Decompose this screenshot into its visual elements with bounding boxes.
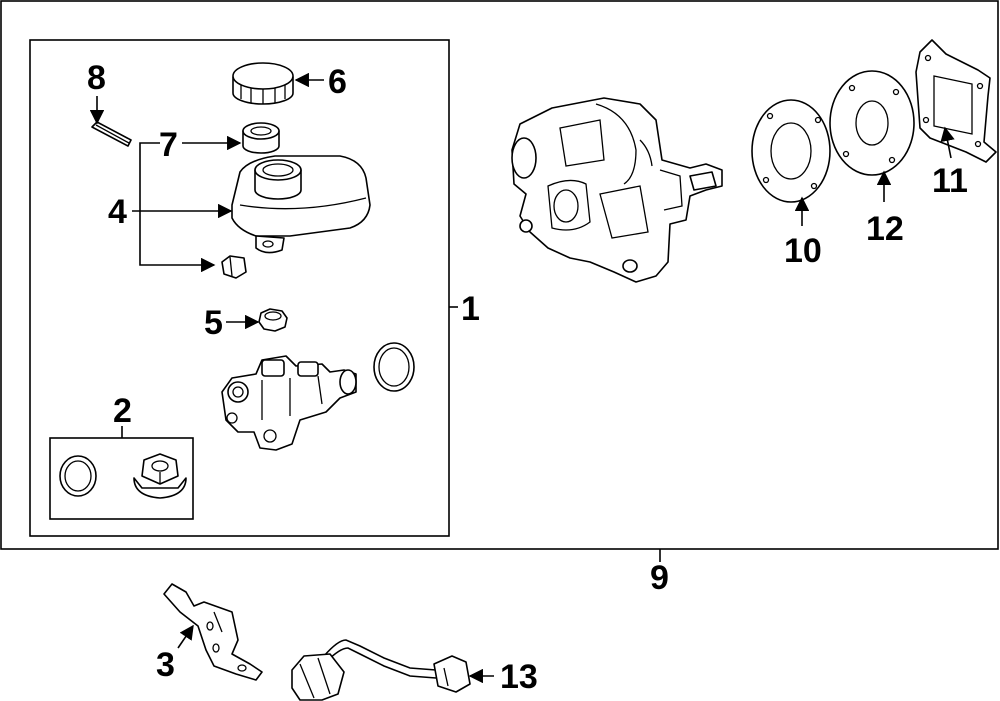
callout-2: 2: [113, 392, 132, 430]
callout-10: 10: [784, 232, 822, 270]
callout-3: 3: [156, 646, 175, 684]
callout-1: 1: [461, 290, 480, 328]
sensor-harness-part: [291, 639, 471, 701]
brake-booster-part: [511, 97, 723, 283]
gasket-10-part: [751, 99, 831, 203]
pin-part: [91, 121, 132, 147]
callout-11: 11: [932, 162, 968, 200]
seal-kit-nut: [133, 453, 187, 499]
bracket-part: [163, 583, 263, 681]
gasket-11-part: [915, 39, 997, 163]
callout-9: 9: [650, 559, 669, 597]
reservoir-seal-part: [221, 255, 247, 279]
callout-4: 4: [108, 193, 127, 231]
reservoir-cap-part: [232, 62, 294, 105]
callout-13: 13: [500, 658, 538, 696]
callout-12: 12: [866, 210, 904, 248]
callout-8: 8: [87, 59, 106, 97]
reservoir-part: [231, 155, 371, 254]
o-ring-part: [373, 342, 415, 392]
callout-6: 6: [328, 63, 347, 101]
callout-7: 7: [159, 126, 178, 164]
plate-12-part: [829, 70, 915, 176]
leader-lines: [89, 72, 955, 684]
seal-kit-ring: [59, 455, 97, 497]
master-cylinder-part: [221, 355, 357, 451]
assembly-frame: [0, 0, 999, 550]
callout-5: 5: [204, 304, 223, 342]
master-cylinder-group-frame: [29, 39, 450, 537]
nut-part: [258, 308, 288, 332]
grommet-part: [242, 122, 280, 154]
